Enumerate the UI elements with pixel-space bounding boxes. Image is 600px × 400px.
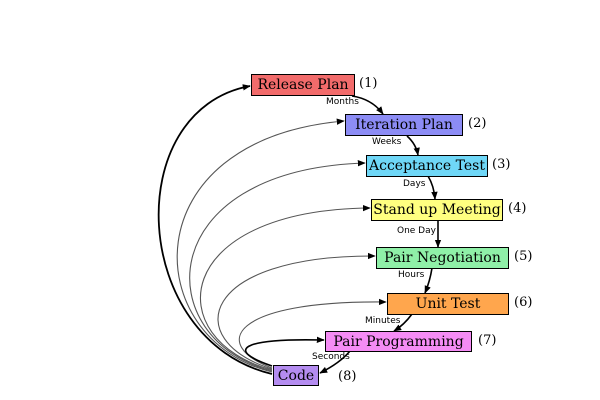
step-number-6: (6) [514,295,533,310]
interval-label-minutes: Minutes [365,316,401,326]
step-number-5: (5) [514,249,533,264]
step-stand-up-meeting: Stand up Meeting [371,199,503,221]
step-code: Code [273,365,319,386]
interval-label-weeks: Weeks [372,137,402,147]
feedback-arrow-iteration-plan [176,118,345,373]
forward-arrow-2-3 [406,135,420,156]
forward-arrow-1-2 [351,95,384,115]
step-number-2: (2) [468,116,487,131]
step-iteration-plan: Iteration Plan [345,114,463,136]
step-number-8: (8) [338,369,357,384]
forward-arrow-6-7 [393,313,413,332]
interval-label-days: Days [403,179,426,189]
feedback-arrow-pair-negotiation [217,252,376,370]
step-number-3: (3) [492,157,511,172]
forward-arrow-3-4 [427,175,438,200]
interval-label-months: Months [326,97,359,107]
step-number-7: (7) [478,333,497,348]
feedback-arrow-release-plan [157,84,273,375]
step-number-1: (1) [359,76,378,91]
interval-label-one-day: One Day [397,226,436,236]
forward-arrow-5-6 [424,267,433,294]
interval-label-hours: Hours [398,270,425,280]
step-release-plan: Release Plan [251,74,355,96]
feedback-arrow-stand-up-meeting [199,204,371,371]
step-number-4: (4) [508,201,527,216]
step-unit-test: Unit Test [387,293,509,315]
step-pair-negotiation: Pair Negotiation [376,247,509,269]
step-acceptance-test: Acceptance Test [366,155,488,177]
forward-arrow-7-8 [319,350,351,374]
feedback-arrow-acceptance-test [189,160,366,372]
interval-label-seconds: Seconds [312,352,350,362]
step-pair-programming: Pair Programming [325,331,472,352]
feedback-arrow-pair-programming [244,336,325,367]
